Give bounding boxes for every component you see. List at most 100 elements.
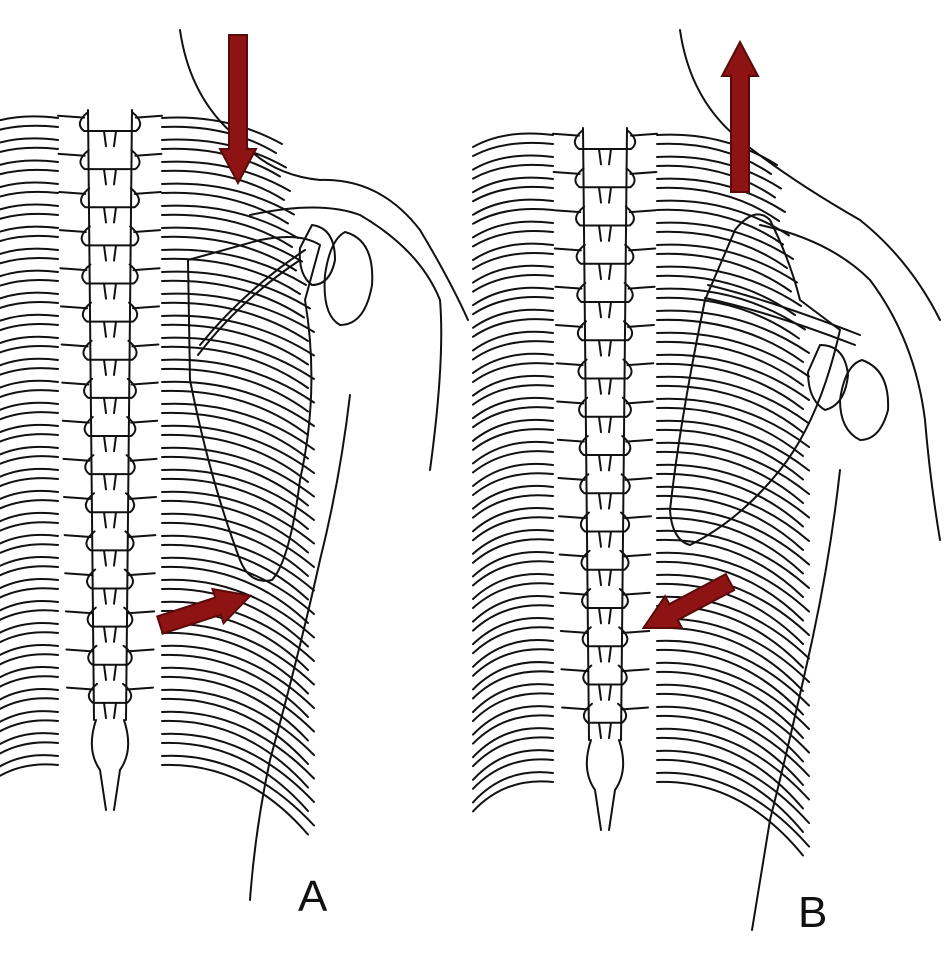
- left-rib: [0, 513, 58, 535]
- transverse-process: [557, 363, 654, 365]
- left-rib: [473, 156, 553, 170]
- right-rib: [657, 377, 809, 424]
- transverse-process: [60, 268, 159, 270]
- transverse-process: [560, 593, 650, 595]
- left-rib-edge: [473, 165, 553, 179]
- left-rib-edge: [473, 539, 553, 563]
- right-rib: [162, 338, 314, 379]
- panel-b: [473, 30, 940, 930]
- right-rib-edge: [162, 457, 308, 506]
- transverse-process: [65, 573, 155, 575]
- transverse-process: [558, 440, 652, 442]
- arrow-down-icon-shape: [220, 35, 256, 183]
- shoulder-upper-arm-outline: [760, 225, 940, 540]
- ribs: [0, 116, 314, 834]
- transverse-process: [557, 401, 653, 403]
- right-rib: [162, 316, 314, 356]
- transverse-process: [561, 669, 648, 671]
- left-rib: [0, 579, 58, 603]
- left-rib-edge: [0, 390, 58, 409]
- left-rib-edge: [0, 566, 58, 589]
- right-rib-edge: [162, 171, 284, 200]
- left-rib: [473, 134, 553, 148]
- transverse-process: [65, 535, 156, 537]
- left-rib-edge: [0, 170, 58, 183]
- coccyx: [92, 720, 128, 810]
- left-rib-edge: [473, 759, 553, 788]
- left-rib-edge: [473, 715, 553, 743]
- left-rib-edge: [0, 148, 58, 160]
- transverse-process: [561, 631, 649, 633]
- transverse-process: [559, 516, 651, 518]
- transverse-process: [63, 421, 157, 423]
- transverse-process: [553, 134, 657, 136]
- spine-column-outline: [583, 128, 627, 740]
- transverse-process: [562, 707, 648, 709]
- panel-a-label: A: [298, 872, 327, 922]
- panel-b-label: B: [798, 888, 827, 938]
- transverse-process: [556, 325, 654, 327]
- transverse-process: [558, 478, 651, 480]
- left-rib: [473, 244, 553, 260]
- left-rib-edge: [473, 693, 553, 721]
- transverse-process: [63, 459, 156, 461]
- humeral-head-b: [840, 360, 888, 440]
- right-rib-edge: [657, 386, 803, 433]
- left-rib-edge: [473, 517, 553, 540]
- left-rib: [0, 315, 58, 332]
- left-rib: [0, 557, 58, 580]
- neck-shoulder-outline: [680, 30, 940, 320]
- transverse-process: [560, 554, 651, 556]
- trunk-outline: [752, 470, 840, 930]
- vertebra: [582, 589, 628, 623]
- vertebra: [89, 684, 131, 718]
- right-rib: [162, 250, 306, 285]
- left-rib-edge: [0, 346, 58, 363]
- right-rib-edge: [162, 193, 288, 224]
- transverse-process: [554, 172, 657, 174]
- left-rib-edge: [0, 764, 58, 792]
- left-rib-edge: [0, 214, 58, 228]
- transverse-process: [555, 287, 654, 289]
- vertebra: [583, 627, 628, 661]
- vertebra: [88, 646, 132, 680]
- transverse-process: [59, 192, 161, 194]
- transverse-process: [554, 210, 656, 212]
- left-rib-edge: [473, 495, 553, 517]
- coccyx: [587, 740, 623, 830]
- spine: [58, 110, 162, 810]
- vertebra: [86, 531, 133, 565]
- left-rib: [473, 222, 553, 238]
- left-rib: [473, 200, 553, 215]
- right-rib-edge: [162, 435, 308, 482]
- vertebra: [581, 551, 628, 585]
- transverse-process: [64, 497, 156, 499]
- left-rib: [0, 601, 58, 626]
- left-rib-edge: [0, 324, 58, 341]
- humeral-head-a: [325, 232, 373, 325]
- left-rib-edge: [0, 368, 58, 386]
- transverse-process: [66, 611, 154, 613]
- vertebra: [88, 608, 133, 642]
- right-rib-edge: [657, 144, 771, 174]
- transverse-process: [66, 649, 153, 651]
- left-rib-edge: [473, 143, 553, 156]
- right-rib: [162, 294, 314, 332]
- left-rib: [0, 535, 58, 558]
- left-rib-edge: [0, 588, 58, 612]
- transverse-process: [62, 383, 158, 385]
- left-rib: [0, 293, 58, 310]
- left-rib: [473, 420, 553, 441]
- left-rib-edge: [0, 126, 58, 138]
- scapula-b: [670, 214, 840, 545]
- left-rib: [473, 178, 553, 193]
- transverse-process: [555, 248, 655, 250]
- vertebra: [581, 513, 629, 547]
- transverse-process: [58, 116, 162, 118]
- transverse-process: [61, 306, 159, 308]
- arrow-down-icon: [220, 35, 256, 183]
- right-rib-edge: [162, 479, 308, 529]
- spine-column-outline: [88, 110, 132, 720]
- transverse-process: [67, 688, 153, 690]
